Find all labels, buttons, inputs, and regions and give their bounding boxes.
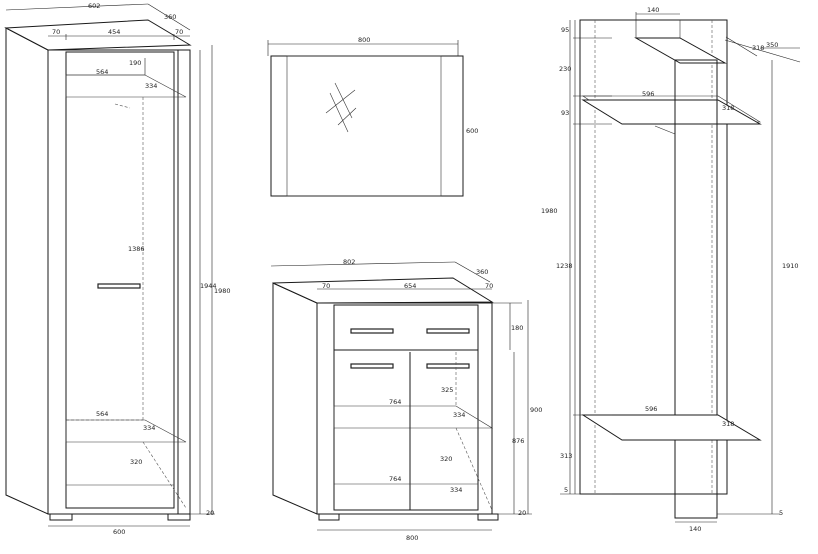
wardrobe-top-width-label: 602 bbox=[88, 2, 100, 10]
hanger-shelf-width-1-label: 596 bbox=[642, 90, 654, 98]
hanger-h2-label: 93 bbox=[561, 109, 569, 117]
wardrobe-shelf-width-1-label: 564 bbox=[96, 68, 108, 76]
hanger-drawing: 140 318 350 95 230 93 1980 1238 313 5 59… bbox=[541, 6, 801, 533]
commode-door-handle-left bbox=[350, 363, 394, 369]
commode-side-r-label: 70 bbox=[485, 282, 493, 290]
commode-drawing: 802 360 70 654 70 180 900 bbox=[270, 258, 542, 542]
hanger-mid-height-label: 1238 bbox=[556, 262, 573, 270]
commode-shelf-width-1-label: 764 bbox=[389, 398, 401, 406]
hanger-shelf-depth-2-label: 318 bbox=[722, 420, 734, 428]
wardrobe-top bbox=[4, 19, 192, 51]
wardrobe-side-panel bbox=[5, 27, 49, 515]
commode-shelf-width-2-label: 764 bbox=[389, 475, 401, 483]
commode-lower-height-label: 320 bbox=[440, 455, 452, 463]
wardrobe-side-r-label: 70 bbox=[175, 28, 183, 36]
commode-shelf-depth-2-label: 334 bbox=[450, 486, 462, 494]
commode-shelf-depth-0-label: 325 bbox=[441, 386, 453, 394]
hanger-middle-shelf bbox=[581, 99, 762, 125]
wardrobe-opening bbox=[65, 51, 175, 509]
commode-bottom-width-label: 800 bbox=[406, 534, 418, 542]
hanger-top-depth-2-label: 350 bbox=[766, 41, 778, 49]
hanger-base-right-label: 5 bbox=[779, 509, 783, 517]
wardrobe-shelf-depth-1-label: 334 bbox=[145, 82, 157, 90]
hanger-back-panel bbox=[579, 19, 728, 495]
hanger-front-panel bbox=[674, 59, 718, 519]
hanger-base-height-label: 5 bbox=[564, 486, 568, 494]
hanger-panel-height-label: 1910 bbox=[782, 262, 799, 270]
hanger-low-height-label: 313 bbox=[560, 452, 572, 460]
commode-total-height-label: 900 bbox=[530, 406, 542, 414]
commode-shelf-depth-1-label: 334 bbox=[453, 411, 465, 419]
hanger-top-depth-1-label: 318 bbox=[752, 44, 764, 52]
wardrobe-drawing: 602 360 70 454 70 190 564 334 1386 1944 … bbox=[4, 2, 231, 536]
commode-side-panel bbox=[272, 282, 318, 515]
hanger-total-height-label: 1980 bbox=[541, 207, 558, 215]
wardrobe-plinth-label: 20 bbox=[206, 509, 214, 517]
commode-front bbox=[316, 302, 493, 515]
commode-top-width-label: 802 bbox=[343, 258, 355, 266]
commode-body-height-label: 876 bbox=[512, 437, 524, 445]
wardrobe-side-l-label: 70 bbox=[52, 28, 60, 36]
mirror-glare bbox=[329, 92, 349, 133]
mirror-drawing: 800 600 bbox=[267, 36, 478, 197]
wardrobe-inner-total-height-label: 1944 bbox=[200, 282, 217, 290]
mirror-frame bbox=[270, 55, 464, 197]
wardrobe-bottom-width-label: 600 bbox=[113, 528, 125, 536]
wardrobe-shelf-top-label: 190 bbox=[129, 59, 141, 67]
wardrobe-front bbox=[47, 49, 191, 515]
commode-drawer-height-label: 180 bbox=[511, 324, 523, 332]
commode-plinth-label: 20 bbox=[518, 509, 526, 517]
commode-drawer-handle-left bbox=[350, 328, 394, 334]
wardrobe-total-height-label: 1980 bbox=[214, 287, 231, 295]
wardrobe-inner-width-label: 454 bbox=[108, 28, 120, 36]
hanger-shelf-depth-1-label: 318 bbox=[722, 104, 734, 112]
commode-side-l-label: 70 bbox=[322, 282, 330, 290]
wardrobe-shelf-width-2-label: 564 bbox=[96, 410, 108, 418]
wardrobe-inner-height-label: 1386 bbox=[128, 245, 145, 253]
hanger-gap-1-label: 230 bbox=[559, 65, 571, 73]
commode-inner-width-label: 654 bbox=[404, 282, 416, 290]
mirror-width-label: 800 bbox=[358, 36, 370, 44]
mirror-height-label: 600 bbox=[466, 127, 478, 135]
commode-top-depth-label: 360 bbox=[476, 268, 488, 276]
wardrobe-top-depth-label: 360 bbox=[164, 13, 176, 21]
hanger-top-width-label: 140 bbox=[647, 6, 659, 14]
commode-door-handle-right bbox=[426, 363, 470, 369]
hanger-top-height-label: 95 bbox=[561, 26, 569, 34]
hanger-shelf-width-2-label: 596 bbox=[645, 405, 657, 413]
wardrobe-base-height-label: 320 bbox=[130, 458, 142, 466]
wardrobe-shelf-depth-2-label: 334 bbox=[143, 424, 155, 432]
commode-drawer-handle-right bbox=[426, 328, 470, 334]
hanger-bottom-width-label: 140 bbox=[689, 525, 701, 533]
wardrobe-door-handle bbox=[97, 283, 141, 289]
hanger-bottom-shelf bbox=[581, 414, 762, 441]
hanger-top-shelf bbox=[634, 37, 727, 64]
